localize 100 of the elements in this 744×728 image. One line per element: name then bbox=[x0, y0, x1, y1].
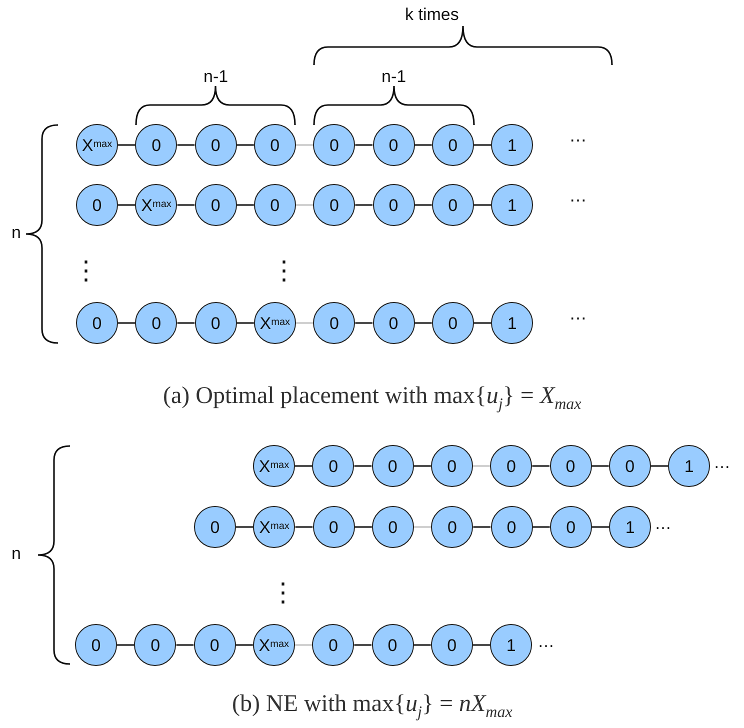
circle-node: 0 bbox=[372, 506, 414, 548]
brace-label: n-1 bbox=[204, 68, 228, 84]
ellipsis-mark: ⋯ bbox=[570, 132, 586, 148]
connector-line bbox=[474, 322, 492, 324]
connector-line bbox=[296, 322, 314, 324]
connector-line bbox=[176, 644, 194, 646]
ellipsis-mark: … bbox=[538, 632, 554, 650]
connector-line bbox=[592, 465, 609, 467]
connector-line bbox=[473, 526, 490, 528]
figure-caption: (a) Optimal placement with max{u$_{j}$} = X$_{max}$ bbox=[163, 384, 582, 412]
connector-line bbox=[414, 322, 432, 324]
circle-node: 0 bbox=[75, 624, 117, 666]
circle-node: 0 bbox=[76, 184, 118, 226]
connector-line bbox=[355, 322, 372, 324]
brace-label: n bbox=[12, 544, 21, 562]
circle-node: 0 bbox=[372, 124, 414, 166]
connector-line bbox=[236, 144, 254, 146]
circle-node: 0 bbox=[432, 184, 474, 226]
connector-line bbox=[474, 144, 492, 146]
connector-line bbox=[414, 644, 431, 646]
circle-node: 1 bbox=[491, 184, 534, 226]
connector-line bbox=[177, 204, 195, 206]
ellipsis-mark: … bbox=[654, 514, 672, 532]
connector-line bbox=[592, 526, 610, 528]
connector-line bbox=[117, 644, 134, 646]
circle-node: 0 bbox=[430, 445, 473, 487]
connector-line bbox=[414, 144, 432, 146]
circle-node: 0 bbox=[430, 624, 473, 666]
connector-line bbox=[118, 322, 136, 324]
connector-line bbox=[354, 644, 372, 646]
circle-node: 0 bbox=[432, 302, 474, 344]
circle-node: 0 bbox=[372, 302, 414, 344]
connector-line bbox=[236, 322, 254, 324]
circle-node: 0 bbox=[76, 302, 118, 344]
circle-node: 0 bbox=[550, 445, 592, 487]
circle-node: 1 bbox=[668, 445, 710, 487]
connector-line bbox=[472, 644, 490, 646]
circle-node: 0 bbox=[313, 124, 356, 166]
circle-node: 0 bbox=[372, 445, 414, 487]
circle-node: 0 bbox=[312, 445, 354, 487]
circle-node: 0 bbox=[550, 506, 592, 548]
circle-node: 0 bbox=[254, 184, 296, 226]
connector-line bbox=[295, 465, 312, 467]
connector-line bbox=[650, 465, 668, 467]
circle-node: 0 bbox=[194, 506, 236, 548]
circle-node: 0 bbox=[194, 302, 237, 344]
circle-node: 0 bbox=[372, 624, 414, 666]
circle-node: 1 bbox=[490, 624, 532, 666]
connector-line bbox=[294, 644, 312, 646]
circle-node: 0 bbox=[194, 624, 236, 666]
circle-node: 0 bbox=[194, 124, 237, 166]
circle-node: 0 bbox=[608, 445, 651, 487]
connector-line bbox=[355, 204, 372, 206]
circle-node: 1 bbox=[491, 302, 534, 344]
circle-node: 0 bbox=[432, 124, 474, 166]
connector-line bbox=[414, 526, 432, 528]
circle-node: 0 bbox=[490, 445, 532, 487]
circle-node: 0 bbox=[134, 624, 176, 666]
brace-label: k times bbox=[405, 6, 459, 22]
connector-line bbox=[474, 204, 492, 206]
connector-line bbox=[236, 204, 254, 206]
brace-label: n bbox=[12, 224, 21, 240]
circle-node: 1 bbox=[491, 124, 534, 166]
connector-line bbox=[177, 144, 195, 146]
connector-line bbox=[472, 465, 490, 467]
ellipsis-mark: ⋮ bbox=[271, 257, 297, 283]
connector-line bbox=[355, 144, 372, 146]
connector-line bbox=[532, 526, 550, 528]
brace-label: n-1 bbox=[382, 68, 406, 84]
connector-line bbox=[236, 526, 254, 528]
circle-node: 0 bbox=[313, 302, 356, 344]
circle-node: 1 bbox=[609, 506, 652, 548]
connector-line bbox=[296, 144, 314, 146]
circle-node: 0 bbox=[135, 124, 178, 166]
connector-line bbox=[118, 144, 136, 146]
connector-line bbox=[296, 204, 314, 206]
connector-line bbox=[532, 465, 550, 467]
ellipsis-mark: ⋮ bbox=[270, 579, 296, 605]
connector-line bbox=[354, 465, 372, 467]
connector-line bbox=[177, 322, 195, 324]
circle-node: 0 bbox=[490, 506, 532, 548]
ellipsis-mark: ⋯ bbox=[570, 192, 586, 208]
circle-node: 0 bbox=[372, 184, 414, 226]
figure-caption: (b) NE with max{u$_{j}$} = nX$_{max}$ bbox=[232, 692, 512, 720]
connector-line bbox=[414, 204, 432, 206]
connector-line bbox=[236, 644, 253, 646]
ellipsis-mark: … bbox=[714, 454, 730, 470]
ellipsis-mark: ⋮ bbox=[73, 257, 99, 283]
circle-node: 0 bbox=[312, 506, 355, 548]
connector-line bbox=[118, 204, 136, 206]
connector-line bbox=[414, 465, 431, 467]
circle-node: 0 bbox=[313, 184, 356, 226]
circle-node: 0 bbox=[194, 184, 237, 226]
connector-line bbox=[295, 526, 313, 528]
ellipsis-mark: ⋯ bbox=[570, 310, 586, 326]
circle-node: 0 bbox=[135, 302, 178, 344]
circle-node: 0 bbox=[312, 624, 354, 666]
circle-node: 0 bbox=[431, 506, 474, 548]
circle-node: 0 bbox=[254, 124, 296, 166]
connector-line bbox=[354, 526, 372, 528]
